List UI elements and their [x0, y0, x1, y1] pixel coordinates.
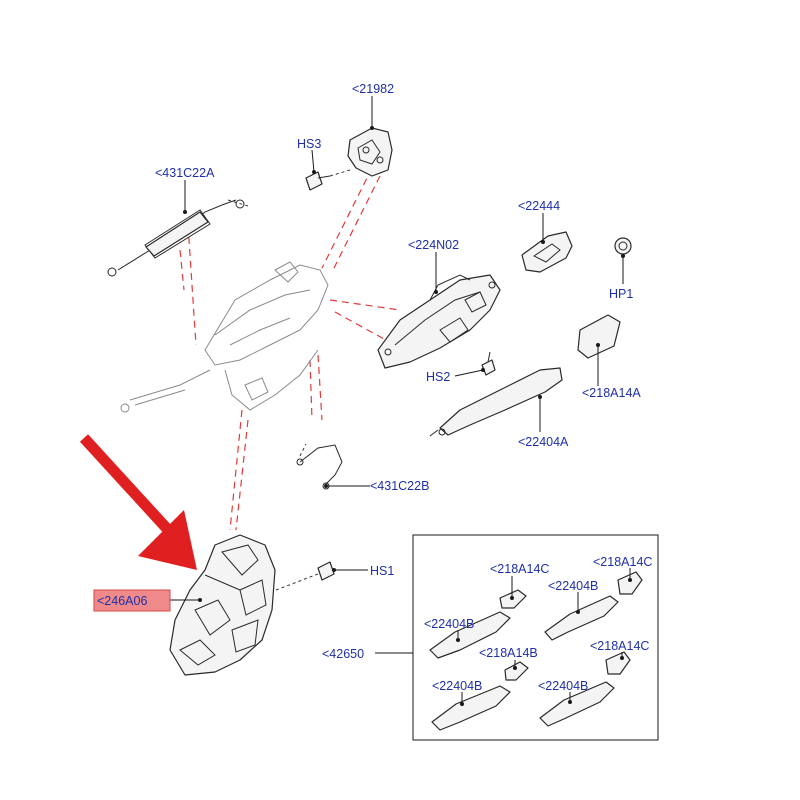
label-224N02: <224N02 [408, 238, 459, 252]
label-HS1: HS1 [370, 564, 394, 578]
label-HP1: HP1 [609, 287, 633, 301]
label-kit-22404B-3: <22404B [432, 679, 482, 693]
label-22444: <22444 [518, 199, 560, 213]
part-22404A [429, 367, 563, 437]
label-246A06: <246A06 [97, 594, 147, 608]
part-218A14A [577, 314, 621, 359]
cable-431C22B [296, 443, 343, 490]
ghost-handle-assembly [120, 261, 329, 413]
label-42650: <42650 [322, 647, 364, 661]
label-kit-218A14C-1: <218A14C [490, 562, 549, 576]
label-kit-218A14B: <218A14B [479, 646, 538, 660]
part-HP1 [614, 237, 632, 255]
leader-lines [168, 96, 632, 706]
label-218A14A: <218A14A [582, 386, 641, 400]
part-22444 [521, 231, 573, 273]
cable-431C22A [107, 199, 249, 277]
explode-lines [179, 167, 401, 531]
red-arrow-icon [79, 434, 197, 570]
label-kit-218A14C-2: <218A14C [593, 555, 652, 569]
part-HS1 [275, 561, 335, 591]
part-21982 [347, 127, 393, 177]
part-246A06 [169, 534, 276, 676]
label-kit-22404B-2: <22404B [424, 617, 474, 631]
label-22404A: <22404A [518, 435, 569, 449]
label-kit-218A14C-3: <218A14C [590, 639, 649, 653]
label-kit-22404B-4: <22404B [538, 679, 588, 693]
label-21982: <21982 [352, 82, 394, 96]
part-HS2 [481, 351, 496, 376]
part-labels: <21982 HS3 <431C22A <22444 <224N02 HP1 H… [97, 82, 652, 693]
label-HS3: HS3 [297, 137, 321, 151]
label-highlight [93, 589, 171, 612]
label-431C22A: <431C22A [155, 166, 215, 180]
label-kit-22404B-1: <22404B [548, 579, 598, 593]
kit-box-42650 [412, 534, 659, 741]
label-431C22B: <431C22B [370, 479, 429, 493]
label-HS2: HS2 [426, 370, 450, 384]
part-224N02 [377, 274, 501, 369]
